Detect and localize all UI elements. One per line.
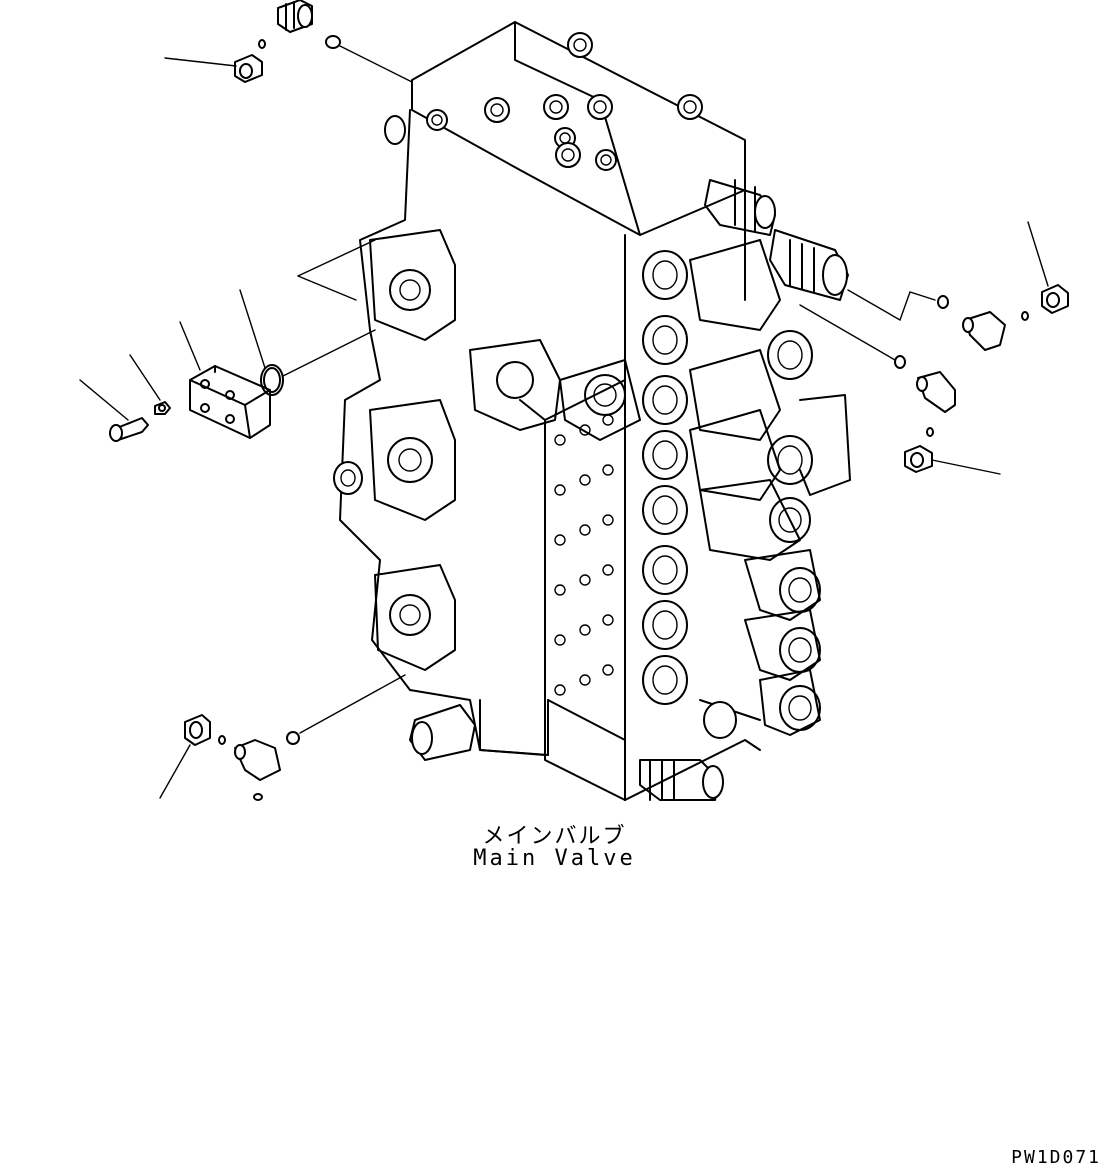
drawing-code: PW1D071 bbox=[1011, 1147, 1101, 1168]
top-bolts bbox=[426, 32, 703, 171]
right-exploded-parts bbox=[799, 221, 1069, 475]
bottom-left-exploded-parts bbox=[159, 674, 406, 801]
left-cover-plate-parts bbox=[79, 239, 376, 442]
caption-english: Main Valve bbox=[473, 846, 636, 871]
center-column-holes bbox=[554, 359, 641, 696]
top-exploded-parts bbox=[164, 0, 413, 83]
left-flanges bbox=[369, 229, 561, 671]
left-nipple bbox=[333, 115, 406, 495]
bottom-cartridges bbox=[409, 704, 724, 801]
caption-japanese: メインバルブ bbox=[482, 824, 627, 849]
valve-body bbox=[333, 21, 851, 801]
right-spool-caps bbox=[642, 239, 851, 739]
top-right-cartridges bbox=[704, 179, 849, 301]
